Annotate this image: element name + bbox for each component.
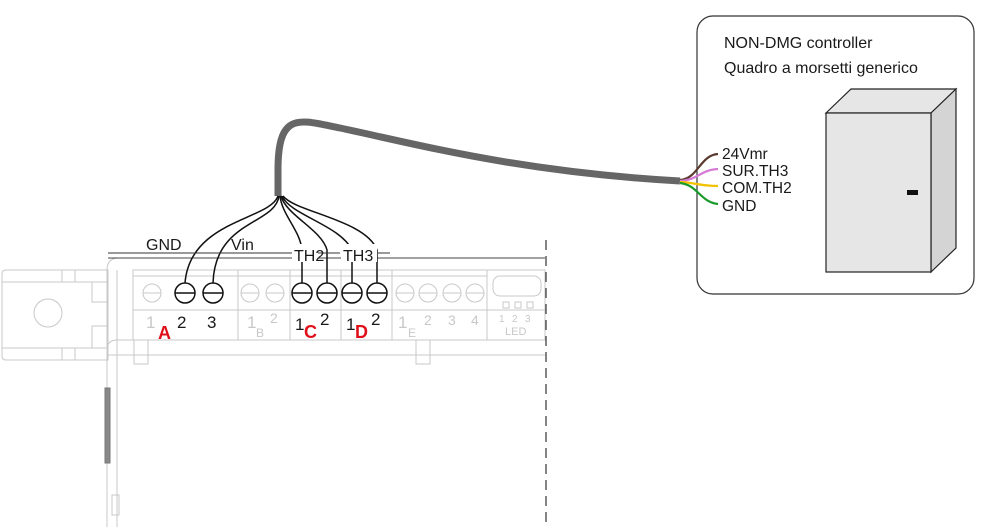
pin-b2: 2	[270, 310, 278, 326]
screw-d1	[341, 282, 363, 304]
label-gnd: GND	[722, 198, 756, 215]
block-e-label: E	[408, 326, 416, 340]
screw-a3	[202, 282, 224, 304]
screw-c2	[316, 282, 338, 304]
screw-c1	[291, 282, 313, 304]
label-com-th2: COM.TH2	[722, 180, 792, 197]
controller-wire-labels: 24Vmr SUR.TH3 COM.TH2 GND	[722, 146, 792, 215]
screw-terminals	[142, 282, 485, 304]
controller-title: NON-DMG controller	[724, 35, 873, 52]
label-device-th2: TH2	[294, 248, 324, 265]
cable	[274, 118, 681, 196]
cabinet-handle	[907, 190, 918, 195]
pin-led2: 2	[512, 314, 518, 325]
controller-panel: NON-DMG controller Quadro a morsetti gen…	[696, 15, 975, 295]
label-device-gnd: GND	[146, 237, 182, 254]
pin-d2: 2	[371, 310, 380, 329]
pin-d1: 1	[346, 315, 355, 334]
wire-sur-th3	[679, 167, 719, 183]
screw-d2	[366, 282, 388, 304]
screw-a2	[174, 282, 196, 304]
pin-e2: 2	[424, 312, 432, 328]
block-d-letter: D	[355, 322, 368, 342]
pin-c1: 1	[295, 315, 304, 334]
label-device-th3: TH3	[343, 248, 373, 265]
led-label: LED	[505, 326, 526, 338]
label-24vmr: 24Vmr	[722, 146, 768, 163]
mount-hole	[33, 298, 63, 328]
pin-led1: 1	[499, 314, 505, 325]
screw-b2	[265, 283, 285, 303]
pin-a1: 1	[146, 313, 155, 332]
block-c-letter: C	[304, 322, 317, 342]
block-letters: A C D	[158, 322, 368, 343]
label-device-vin: Vin	[231, 237, 254, 254]
screw-a1	[142, 283, 162, 303]
screw-e4	[465, 283, 485, 303]
screw-e2	[418, 283, 438, 303]
pin-labels: 1 2 3 1 2 B 1 2 1 2 1 E 2 3 4 1 2 3 LED	[146, 310, 531, 340]
pin-led3: 3	[525, 314, 531, 325]
device-wire-labels: GND Vin TH2 TH3	[146, 237, 373, 265]
block-b-label: B	[256, 326, 264, 340]
device-outline	[1, 257, 546, 527]
wire-to-vin	[212, 195, 280, 284]
label-sur-th3: SUR.TH3	[722, 163, 788, 180]
controller-subtitle: Quadro a morsetti generico	[724, 60, 918, 77]
wire-com-th2	[679, 180, 719, 188]
wire-to-gnd	[184, 195, 279, 284]
screw-e1	[395, 283, 415, 303]
screw-b1	[240, 283, 260, 303]
cabinet-icon	[824, 87, 958, 274]
wire-24vmr	[679, 152, 719, 182]
wire-gnd	[679, 181, 719, 206]
controller-wires	[679, 152, 719, 206]
block-a-letter: A	[158, 323, 171, 343]
pin-a2: 2	[177, 313, 186, 332]
wire-to-th2-2	[280, 195, 328, 283]
pin-e1: 1	[398, 313, 407, 332]
pin-e3: 3	[448, 312, 456, 328]
pin-e4: 4	[471, 312, 479, 328]
pin-b1: 1	[247, 313, 256, 332]
screw-e3	[442, 283, 462, 303]
pin-c2: 2	[320, 310, 329, 329]
pin-a3: 3	[207, 313, 216, 332]
